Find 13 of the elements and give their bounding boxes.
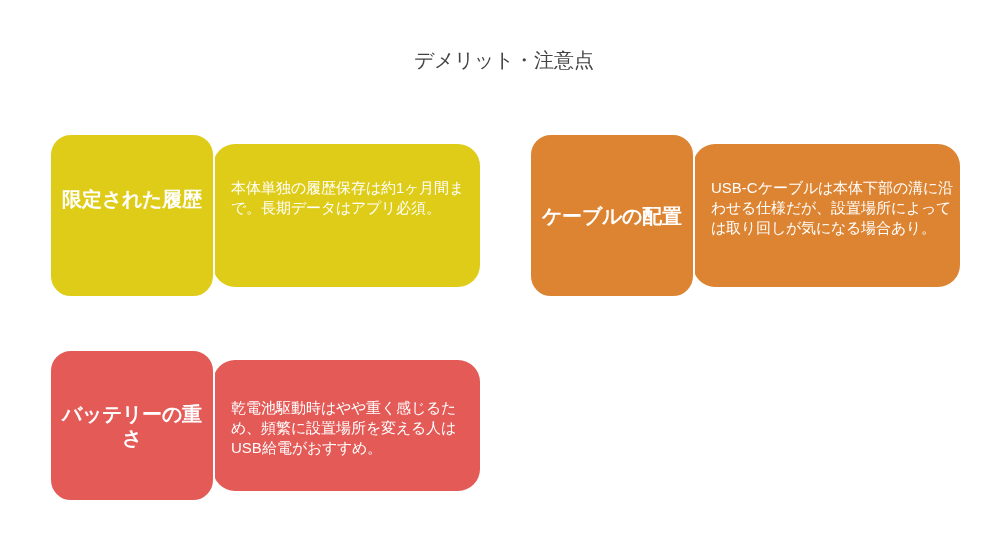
heading-tile bbox=[529, 133, 695, 298]
description-text: 本体単独の履歴保存は約1ヶ月間まで。長期データはアプリ必須。 bbox=[231, 178, 466, 218]
tile-heading: バッテリーの重さ bbox=[60, 401, 203, 450]
diagram-title: デメリット・注意点 bbox=[414, 48, 594, 73]
heading-tile bbox=[49, 349, 215, 502]
description-text: 乾電池駆動時はやや重く感じるため、頻繁に設置場所を変える人はUSB給電がおすすめ。 bbox=[231, 398, 457, 458]
description-text: USB-Cケーブルは本体下部の溝に沿わせる仕様だが、設置場所によっては取り回しが気になる場合あり。 bbox=[711, 178, 954, 238]
tile-heading: 限定された履歴 bbox=[61, 186, 203, 211]
heading-tile bbox=[49, 133, 215, 298]
description-box bbox=[213, 144, 480, 287]
description-box bbox=[693, 144, 960, 287]
tile-heading: ケーブルの配置 bbox=[541, 203, 683, 228]
description-box bbox=[213, 360, 480, 491]
